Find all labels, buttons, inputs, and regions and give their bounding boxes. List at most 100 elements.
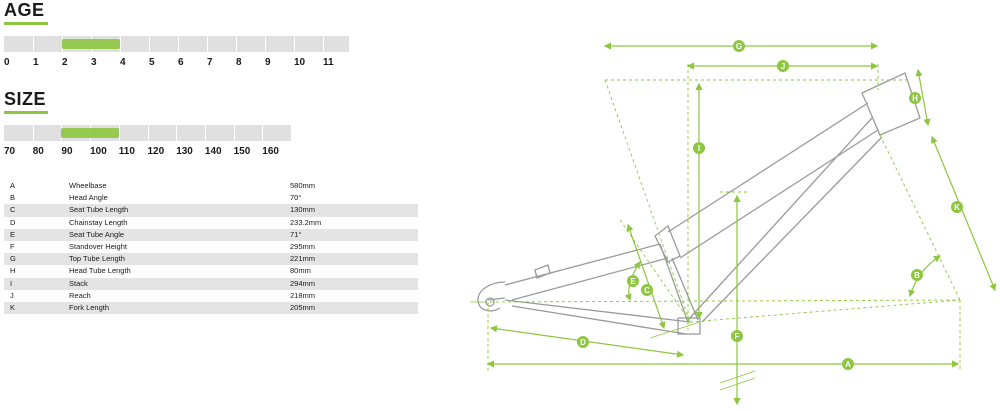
- age-tick-label: 6: [178, 57, 184, 68]
- dimension-badge-g: G: [733, 40, 745, 52]
- age-tick-label: 5: [149, 57, 155, 68]
- age-tick-label: 7: [207, 57, 213, 68]
- dimension-badges: A B C D E F G H I J K: [577, 40, 963, 370]
- spec-letter: G: [10, 254, 16, 264]
- size-scale-divider: [204, 125, 206, 141]
- size-scale-divider: [262, 125, 264, 141]
- size-tick-label: 140: [204, 146, 222, 157]
- dimension-badge-j: J: [777, 60, 789, 72]
- spec-value: 71°: [290, 229, 302, 239]
- spec-value: 205mm: [290, 302, 316, 312]
- age-scale-divider: [323, 36, 324, 52]
- size-heading-underline: [4, 111, 48, 114]
- age-tick-label: 2: [62, 57, 68, 68]
- spec-letter: C: [10, 205, 16, 215]
- dimension-badge-f: F: [731, 330, 743, 342]
- age-tick-label: 9: [265, 57, 271, 68]
- spec-row: H Head Tube Length 80mm: [4, 265, 418, 277]
- spec-name: Head Angle: [69, 193, 108, 203]
- spec-row: E Seat Tube Angle 71°: [4, 228, 418, 241]
- dimension-badge-b: B: [911, 269, 923, 281]
- size-tick-label: 100: [90, 146, 107, 157]
- spec-letter: H: [10, 266, 16, 276]
- size-scale-divider: [147, 125, 149, 141]
- svg-text:I: I: [698, 144, 700, 153]
- age-scale-divider: [265, 36, 266, 52]
- age-scale-divider: [294, 36, 295, 52]
- spec-letter: K: [10, 302, 16, 312]
- spec-value: 80mm: [290, 266, 311, 276]
- age-scale-divider: [120, 36, 121, 52]
- spec-name: Standover Height: [69, 241, 127, 251]
- svg-text:F: F: [735, 332, 740, 341]
- spec-name: Wheelbase: [69, 181, 107, 190]
- spec-name: Chainstay Length: [69, 217, 128, 227]
- reference-lines: [487, 64, 961, 372]
- dimension-badge-i: I: [693, 142, 705, 154]
- spec-row: G Top Tube Length 221mm: [4, 253, 418, 266]
- age-tick-label: 8: [236, 57, 242, 68]
- size-scale-bar: [4, 125, 291, 141]
- spec-letter: A: [10, 181, 16, 190]
- svg-text:D: D: [580, 338, 586, 347]
- age-heading-underline: [4, 22, 48, 25]
- spec-name: Head Tube Length: [69, 266, 131, 276]
- size-heading: SIZE: [4, 89, 47, 109]
- spec-value: 233.2mm: [290, 217, 322, 227]
- size-scale-divider: [233, 125, 235, 141]
- size-tick-label: 80: [32, 146, 44, 157]
- age-scale-divider: [236, 36, 237, 52]
- age-heading: AGE: [4, 0, 45, 20]
- age-tick-label: 4: [120, 57, 126, 68]
- spec-value: 294mm: [290, 278, 316, 288]
- spec-row: D Chainstay Length 233.2mm: [4, 217, 418, 229]
- dimension-badge-e: E: [627, 275, 639, 287]
- spec-letter: D: [10, 217, 16, 227]
- spec-row: F Standover Height 295mm: [4, 241, 418, 253]
- spec-row: B Head Angle 70°: [4, 192, 418, 204]
- spec-letter: F: [10, 241, 15, 251]
- age-scale-divider: [207, 36, 208, 52]
- spec-letter: B: [10, 193, 16, 203]
- dimension-badge-h: H: [909, 92, 921, 104]
- dimension-badge-k: K: [951, 201, 963, 213]
- age-range-fill: [62, 39, 120, 49]
- svg-text:A: A: [845, 360, 851, 369]
- svg-text:B: B: [914, 271, 920, 280]
- svg-text:J: J: [781, 62, 785, 71]
- dimension-badge-c: C: [641, 284, 653, 296]
- age-tick-label: 0: [4, 57, 10, 68]
- spec-name: Top Tube Length: [69, 254, 125, 264]
- svg-text:H: H: [912, 94, 918, 103]
- size-tick-label: 90: [61, 146, 73, 157]
- size-range-fill: [61, 128, 119, 138]
- spec-value: 130mm: [290, 205, 316, 215]
- size-tick-label: 150: [233, 146, 251, 157]
- spec-value: 221mm: [290, 254, 316, 264]
- dimension-badge-d: D: [577, 336, 589, 348]
- size-tick-label: 110: [118, 146, 135, 157]
- dimension-badge-a: A: [842, 358, 854, 370]
- spec-letter: I: [10, 278, 13, 288]
- spec-name: Seat Tube Length: [69, 205, 129, 215]
- svg-text:G: G: [736, 42, 742, 51]
- size-tick-label: 130: [176, 146, 193, 157]
- age-scale-divider: [149, 36, 150, 52]
- spec-letter: E: [10, 229, 16, 239]
- spec-value: 70°: [290, 193, 302, 203]
- spec-name: Seat Tube Angle: [69, 229, 125, 239]
- spec-name: Fork Length: [69, 302, 110, 312]
- spec-row: K Fork Length 205mm: [4, 301, 418, 315]
- svg-text:K: K: [954, 203, 960, 212]
- spec-name: Reach: [69, 290, 91, 300]
- size-tick-label: 120: [147, 146, 165, 157]
- age-scale-divider: [178, 36, 179, 52]
- size-tick-label: 70: [4, 146, 16, 157]
- spec-letter: J: [10, 290, 14, 300]
- age-scale-bar: [4, 36, 349, 52]
- spec-value: 295mm: [290, 241, 316, 251]
